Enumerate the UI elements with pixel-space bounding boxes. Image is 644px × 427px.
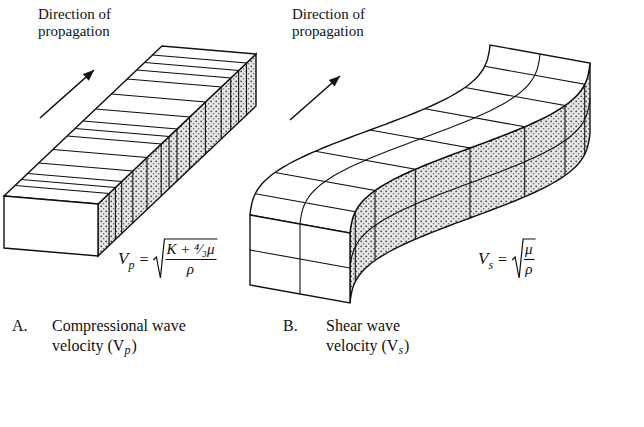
block-front-face	[250, 215, 350, 303]
grid-line	[350, 98, 590, 268]
formula-subscript: s	[488, 259, 493, 271]
grid-line	[300, 54, 540, 224]
compression-slice	[39, 163, 133, 223]
caption-letter: A.	[12, 318, 28, 334]
formula-denominator: ρ	[525, 262, 532, 277]
direction-label: Direction of propagation	[292, 6, 392, 41]
caption-text: velocity (V	[326, 338, 398, 354]
caption-text: Compressional wave	[52, 318, 186, 334]
compression-slice	[21, 180, 115, 240]
compression-slice	[53, 150, 147, 210]
compression-slice	[111, 94, 205, 154]
formula-numerator: μ	[525, 242, 533, 257]
radical-sign	[153, 239, 217, 278]
fraction-bar	[524, 259, 535, 260]
block-front-face	[4, 196, 98, 256]
compression-slice	[145, 63, 239, 123]
compression-slice	[153, 55, 247, 115]
formula-numerator: K + ⁴⁄₃μ	[166, 242, 214, 257]
block-top-face	[4, 46, 256, 204]
formula-equals: =	[139, 252, 148, 268]
compression-slice	[75, 129, 169, 189]
caption-text: )	[131, 338, 136, 354]
fraction-bar	[165, 259, 216, 260]
compression-slice	[83, 121, 177, 181]
compression-slice	[28, 174, 122, 234]
arrow-head	[83, 70, 94, 81]
propagation-arrow	[40, 70, 94, 118]
grid-line	[465, 88, 565, 176]
caption-subscript: s	[398, 344, 403, 356]
compression-slice	[127, 79, 221, 139]
formula-equals: =	[498, 252, 507, 268]
formula-symbol: V	[118, 250, 128, 267]
compression-slice	[137, 70, 231, 130]
caption-letter: B.	[283, 318, 298, 334]
grid-line	[370, 130, 470, 218]
compression-slice	[96, 109, 190, 169]
compression-slice	[67, 136, 161, 196]
caption-text: velocity (V	[52, 338, 124, 354]
formula-subscript: p	[128, 259, 134, 271]
grid-line	[250, 250, 350, 268]
block-top-face	[250, 45, 590, 233]
caption-subscript: p	[124, 344, 130, 356]
caption-text: )	[404, 338, 409, 354]
caption-text: Shear wave	[326, 318, 400, 334]
formula-denominator: ρ	[187, 262, 194, 277]
direction-label: Direction of propagation	[38, 6, 138, 41]
compression-slice	[15, 186, 109, 246]
grid-line	[425, 109, 525, 197]
grid-line	[315, 151, 415, 239]
arrow-head	[329, 76, 340, 87]
radical-sign	[512, 239, 536, 278]
grid-line	[485, 66, 585, 154]
propagation-arrow	[290, 76, 340, 120]
formula-symbol: V	[478, 250, 488, 267]
